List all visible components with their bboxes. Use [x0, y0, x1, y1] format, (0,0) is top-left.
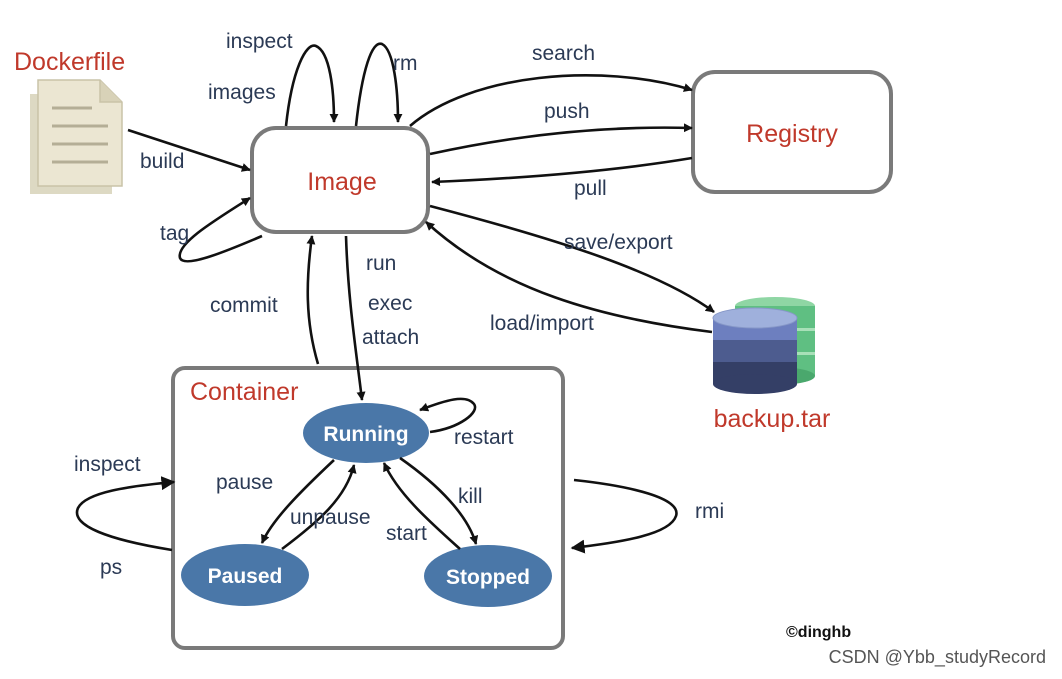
inspect-container-label: inspect [74, 453, 141, 476]
search-label: search [532, 42, 595, 65]
running-label: Running [323, 423, 408, 446]
rmi-label: rmi [695, 500, 724, 523]
save-export-arrow [429, 204, 715, 314]
push-label: push [544, 100, 590, 123]
rm-label: rm [393, 52, 418, 75]
run-exec-attach-arrow [344, 235, 366, 401]
dockerfile-document-icon [30, 79, 123, 194]
pull-label: pull [574, 177, 607, 200]
tag-label: tag [160, 222, 189, 245]
rmi-arrow [570, 478, 678, 554]
backup-title: backup.tar [714, 405, 831, 433]
unpause-label: unpause [290, 506, 371, 529]
pause-arrow [260, 459, 335, 544]
start-label: start [386, 522, 427, 545]
commit-label: commit [210, 294, 278, 317]
kill-arrow [399, 456, 479, 545]
kill-label: kill [458, 485, 483, 508]
load-import-label: load/import [490, 312, 594, 335]
push-arrow [429, 123, 693, 156]
stopped-state [424, 545, 552, 607]
attach-label: attach [362, 326, 419, 349]
inspect-ps-arrow [75, 476, 176, 552]
image-title: Image [307, 168, 376, 196]
pull-arrow [431, 156, 693, 187]
registry-title: Registry [746, 120, 838, 148]
registry-box [691, 70, 893, 194]
image-box [250, 126, 430, 234]
unpause-arrow [281, 464, 357, 551]
run-label: run [366, 252, 396, 275]
paused-label: Paused [208, 565, 283, 588]
author-credit: ©dinghb [786, 624, 851, 641]
rm-arrow [354, 42, 403, 127]
inspect-images-arrow [284, 44, 339, 127]
restart-arrow [419, 397, 477, 434]
save-export-label: save/export [564, 231, 673, 254]
dockerfile-title: Dockerfile [14, 48, 125, 76]
inspect-image-label: inspect [226, 30, 293, 53]
start-arrow [382, 462, 461, 550]
pause-label: pause [216, 471, 273, 494]
running-state [303, 403, 429, 463]
build-arrow [127, 128, 251, 172]
paused-state [181, 544, 309, 606]
database-icon [712, 297, 815, 394]
search-arrow [409, 74, 693, 127]
container-title: Container [190, 378, 298, 406]
commit-arrow [306, 235, 320, 365]
exec-label: exec [368, 292, 412, 315]
restart-label: restart [454, 426, 514, 449]
ps-label: ps [100, 556, 122, 579]
tag-arrow [178, 196, 263, 263]
images-label: images [208, 81, 276, 104]
build-label: build [140, 150, 184, 173]
csdn-watermark: CSDN @Ybb_studyRecord [829, 647, 1046, 668]
stopped-label: Stopped [446, 566, 530, 589]
load-import-arrow [425, 221, 713, 334]
